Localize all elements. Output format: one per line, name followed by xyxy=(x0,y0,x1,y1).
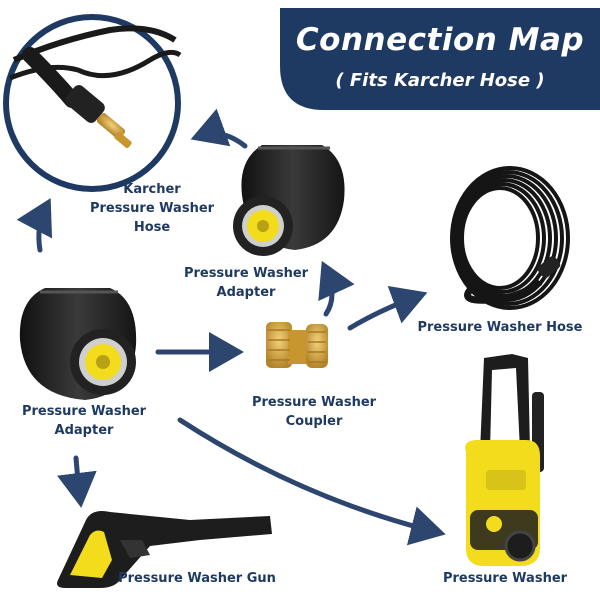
spray-gun-icon xyxy=(57,511,272,588)
page-subtitle: ( Fits Karcher Hose ) xyxy=(335,70,545,91)
arrow-adapter-to-hose-end xyxy=(190,108,248,149)
pressure-washer-icon xyxy=(465,354,544,566)
label-hose: Pressure Washer Hose xyxy=(417,320,583,335)
arrow-adapter-to-gun xyxy=(57,455,97,508)
arrow-adapter-to-washer xyxy=(177,417,446,546)
adapter-icon xyxy=(19,288,137,400)
label-adapter-left: Pressure Washer Adapter xyxy=(21,404,147,438)
label-gun: Pressure Washer Gun xyxy=(118,571,276,586)
adapter-icon xyxy=(233,145,345,256)
banner-shape xyxy=(280,8,600,110)
coupler-icon xyxy=(266,322,328,368)
arrow-coupler-to-hose xyxy=(347,285,428,331)
label-karcher-hose: Karcher Pressure Washer Hose xyxy=(89,182,215,235)
arrow-left-adapter-to-hose-end xyxy=(16,198,53,253)
label-coupler: Pressure Washer Coupler xyxy=(251,395,377,429)
header-banner: Connection Map ( Fits Karcher Hose ) xyxy=(280,8,600,110)
label-adapter-top: Pressure Washer Adapter xyxy=(183,266,309,300)
hose-end-icon xyxy=(3,14,182,192)
label-washer: Pressure Washer xyxy=(442,571,568,586)
hose-coil-icon xyxy=(450,166,570,310)
page-title: Connection Map xyxy=(295,22,585,58)
arrow-coupler-to-top-adapter xyxy=(318,260,355,317)
connection-arrows xyxy=(16,108,446,546)
